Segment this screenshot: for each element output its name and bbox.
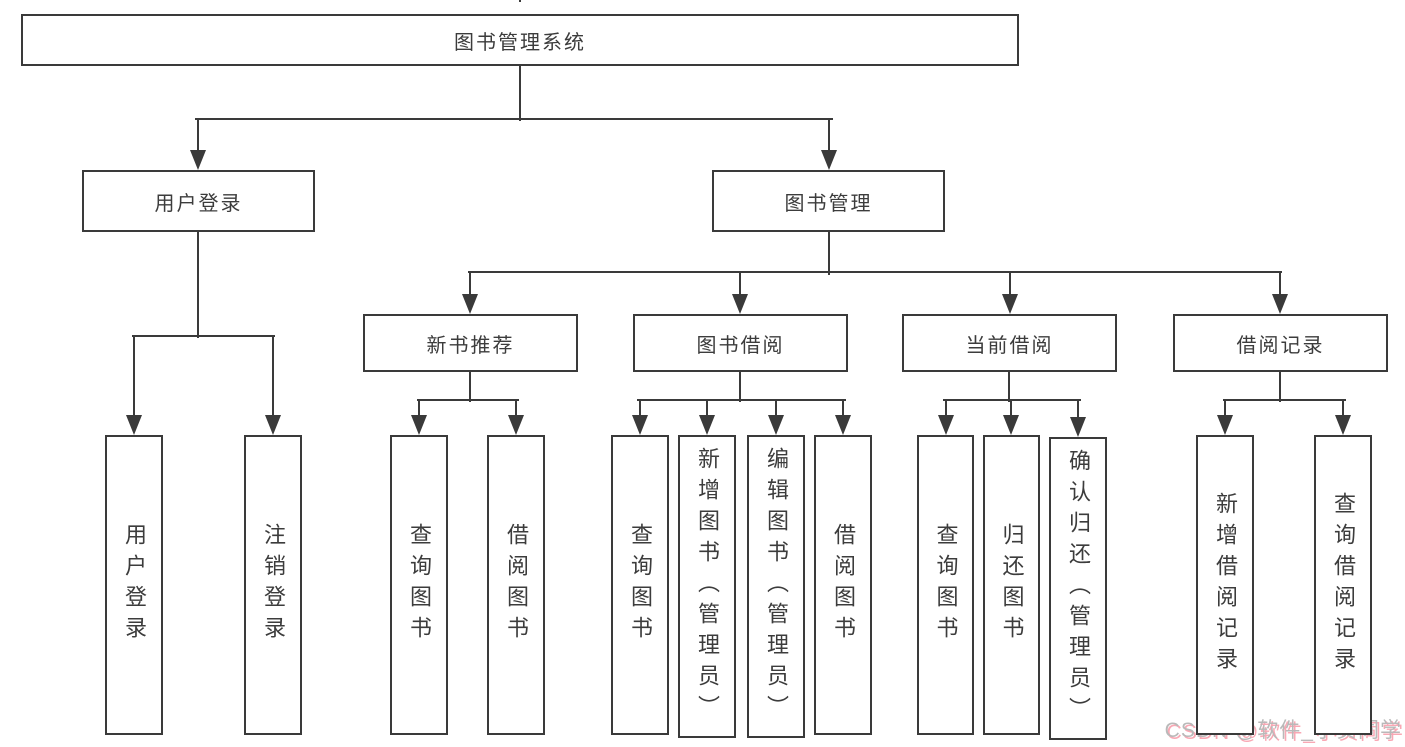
node-label-leaf-query-books-1: 查询图书 — [407, 523, 432, 647]
node-leaf-query-books-2: 查询图书 — [611, 435, 669, 735]
connector-line — [518, 66, 522, 121]
node-label-leaf-add-borrow-record: 新增借阅记录 — [1213, 492, 1238, 678]
node-leaf-query-borrow-record: 查询借阅记录 — [1314, 435, 1372, 735]
arrowhead-down-icon — [1003, 415, 1019, 435]
arrowhead-down-icon — [265, 415, 281, 435]
node-leaf-return-books: 归还图书 — [983, 435, 1040, 735]
node-label-book-management: 图书管理 — [784, 192, 873, 215]
connector-arrow-shaft — [1009, 400, 1013, 421]
node-label-leaf-add-books-admin: 新增图书（管理员） — [695, 447, 720, 726]
arrowhead-down-icon — [632, 415, 648, 435]
node-label-leaf-query-books-3: 查询图书 — [933, 523, 959, 647]
connector-line — [467, 270, 1283, 274]
node-leaf-add-borrow-record: 新增借阅记录 — [1196, 435, 1254, 735]
connector-line — [518, 0, 522, 2]
node-leaf-query-books-3: 查询图书 — [917, 435, 974, 735]
arrowhead-down-icon — [411, 415, 427, 435]
arrowhead-down-icon — [768, 415, 784, 435]
node-label-leaf-edit-books-admin: 编辑图书（管理员） — [764, 447, 789, 726]
node-label-leaf-query-books-2: 查询图书 — [628, 523, 653, 647]
connector-arrow-shaft — [774, 400, 778, 421]
arrowhead-down-icon — [508, 415, 524, 435]
node-label-leaf-user-login: 用户登录 — [122, 523, 147, 647]
connector-arrow-shaft — [841, 400, 845, 421]
connector-line — [636, 398, 847, 402]
connector-line — [738, 372, 742, 402]
connector-line — [1222, 398, 1347, 402]
connector-arrow-shaft — [417, 400, 421, 421]
node-leaf-borrow-books-1: 借阅图书 — [487, 435, 545, 735]
arrowhead-down-icon — [1217, 415, 1233, 435]
arrowhead-down-icon — [1002, 294, 1018, 314]
node-leaf-confirm-return-admin: 确认归还（管理员） — [1049, 437, 1107, 740]
arrowhead-down-icon — [462, 294, 478, 314]
node-borrowing-records: 借阅记录 — [1173, 314, 1388, 372]
connector-arrow-shaft — [738, 272, 742, 300]
arrowhead-down-icon — [835, 415, 851, 435]
connector-arrow-shaft — [196, 119, 200, 156]
arrowhead-down-icon — [1070, 417, 1086, 437]
connector-arrow-shaft — [1008, 272, 1012, 300]
node-label-leaf-borrow-books-1: 借阅图书 — [504, 523, 529, 647]
connector-arrow-shaft — [1278, 272, 1282, 300]
node-book-management: 图书管理 — [712, 170, 945, 232]
arrowhead-down-icon — [821, 150, 837, 170]
node-label-root: 图书管理系统 — [454, 31, 586, 54]
node-leaf-user-login: 用户登录 — [105, 435, 163, 735]
connector-arrow-shaft — [1341, 400, 1345, 421]
arrowhead-down-icon — [732, 294, 748, 314]
connector-arrow-shaft — [132, 336, 136, 421]
node-new-book-recommendation: 新书推荐 — [363, 314, 578, 372]
connector-line — [416, 398, 520, 402]
connector-arrow-shaft — [271, 336, 275, 421]
node-label-leaf-query-borrow-record: 查询借阅记录 — [1331, 492, 1356, 678]
node-user-login: 用户登录 — [82, 170, 315, 232]
node-leaf-borrow-books-2: 借阅图书 — [814, 435, 872, 735]
arrowhead-down-icon — [1272, 294, 1288, 314]
arrowhead-down-icon — [699, 415, 715, 435]
node-leaf-logout: 注销登录 — [244, 435, 302, 735]
connector-arrow-shaft — [514, 400, 518, 421]
connector-arrow-shaft — [827, 119, 831, 156]
connector-line — [468, 372, 472, 402]
node-label-leaf-borrow-books-2: 借阅图书 — [831, 523, 856, 647]
node-label-user-login: 用户登录 — [154, 192, 243, 215]
connector-arrow-shaft — [1076, 400, 1080, 423]
node-label-leaf-return-books: 归还图书 — [999, 523, 1025, 647]
connector-line — [131, 334, 276, 338]
arrowhead-down-icon — [938, 415, 954, 435]
connector-line — [827, 232, 831, 275]
node-leaf-edit-books-admin: 编辑图书（管理员） — [747, 435, 805, 738]
node-label-leaf-logout: 注销登录 — [261, 523, 286, 647]
node-label-current-borrowing: 当前借阅 — [965, 334, 1054, 357]
connector-arrow-shaft — [1223, 400, 1227, 421]
arrowhead-down-icon — [1335, 415, 1351, 435]
node-label-book-borrowing: 图书借阅 — [696, 334, 785, 357]
node-root: 图书管理系统 — [21, 14, 1019, 66]
node-label-leaf-confirm-return-admin: 确认归还（管理员） — [1066, 449, 1091, 728]
connector-line — [1278, 372, 1282, 402]
connector-arrow-shaft — [944, 400, 948, 421]
node-label-borrowing-records: 借阅记录 — [1236, 334, 1325, 357]
connector-line — [196, 232, 200, 338]
connector-arrow-shaft — [705, 400, 709, 421]
node-leaf-add-books-admin: 新增图书（管理员） — [678, 435, 736, 738]
node-leaf-query-books-1: 查询图书 — [390, 435, 448, 735]
connector-arrow-shaft — [468, 272, 472, 300]
connector-arrow-shaft — [638, 400, 642, 421]
connector-line — [1007, 372, 1011, 402]
arrowhead-down-icon — [190, 150, 206, 170]
connector-line — [194, 117, 834, 121]
node-current-borrowing: 当前借阅 — [902, 314, 1117, 372]
node-label-new-book-recommendation: 新书推荐 — [426, 334, 515, 357]
node-book-borrowing: 图书借阅 — [633, 314, 848, 372]
arrowhead-down-icon — [126, 415, 142, 435]
